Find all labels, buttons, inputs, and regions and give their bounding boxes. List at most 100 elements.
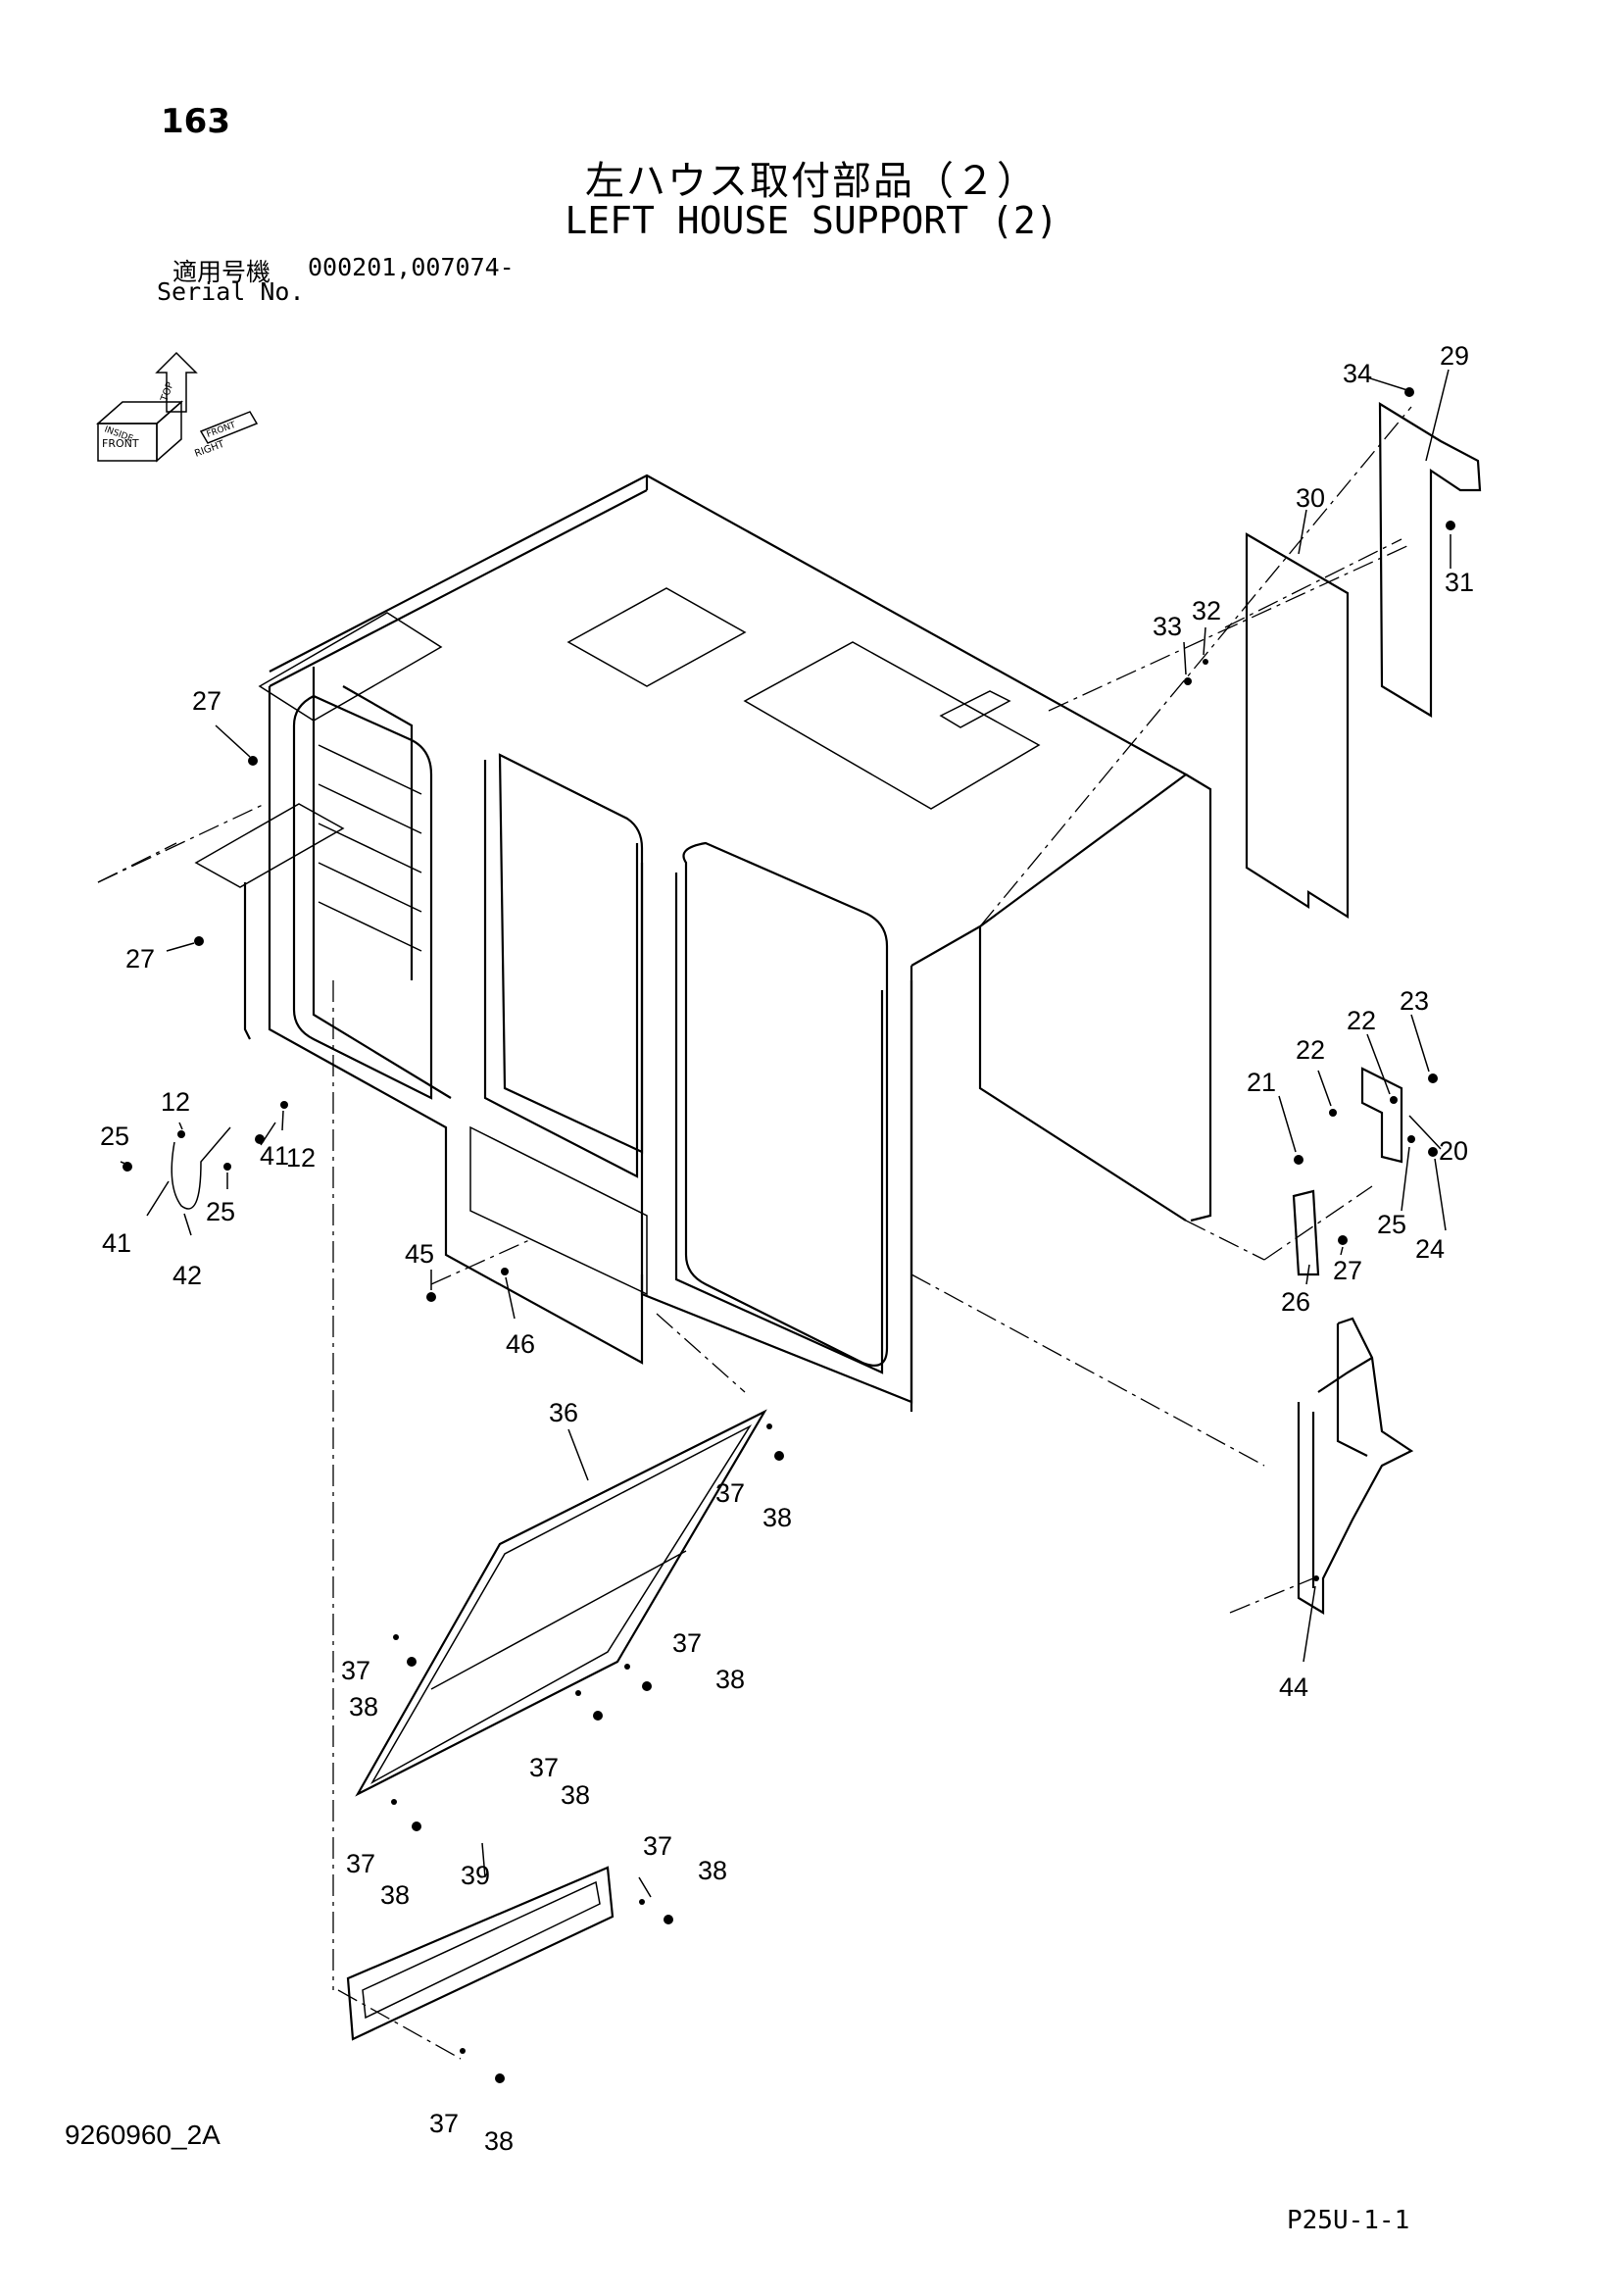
part-29-bracket	[1378, 402, 1482, 718]
page-title-english: LEFT HOUSE SUPPORT (2)	[565, 199, 1058, 242]
callout-23: 23	[1400, 986, 1429, 1016]
icon-label-front: FRONT	[102, 437, 139, 450]
orientation-icon: FRONT TOP RIGHT INSIDE FRONT	[96, 351, 259, 463]
drawing-number: 9260960_2A	[65, 2120, 221, 2150]
part-25-washer-mid	[223, 1163, 231, 1171]
callout-25-mid: 25	[206, 1197, 235, 1226]
callout-27-right: 27	[1333, 1256, 1362, 1285]
part-36-frame	[355, 1409, 767, 1797]
callout-41-right: 41	[260, 1141, 289, 1171]
part-37-pin-6	[639, 1899, 645, 1905]
callout-32: 32	[1192, 596, 1221, 625]
callout-38-e: 38	[380, 1880, 410, 1910]
callout-26: 26	[1281, 1287, 1310, 1317]
assembly-lines	[97, 406, 1412, 2060]
part-37-pin-5	[391, 1799, 397, 1805]
page-number: 163	[161, 102, 230, 141]
part-38-wingnut-5	[412, 1822, 421, 1831]
part-46-washer	[501, 1268, 509, 1275]
part-20-bracket	[1360, 1067, 1403, 1164]
callout-38-b: 38	[715, 1665, 745, 1694]
callout-22-left: 22	[1296, 1035, 1325, 1065]
callout-36: 36	[549, 1398, 578, 1427]
callout-33: 33	[1153, 612, 1182, 641]
left-house-frame	[194, 474, 1212, 1412]
part-42-wire	[171, 1126, 231, 1210]
page-code: P25U-1-1	[1287, 2206, 1410, 2235]
callout-42: 42	[172, 1261, 202, 1290]
part-27-bolt-lower	[194, 936, 204, 946]
serial-label-english: Serial No.	[157, 277, 305, 306]
page-title-japanese: 左ハウス取付部品（２）	[585, 159, 1038, 204]
part-34-bolt	[1404, 387, 1414, 397]
callout-45: 45	[405, 1239, 434, 1269]
part-38-wingnut-4	[593, 1711, 603, 1721]
callout-30: 30	[1296, 483, 1325, 513]
part-38-wingnut	[774, 1451, 784, 1461]
callout-27-lower: 27	[125, 944, 155, 973]
callout-38-f: 38	[698, 1856, 727, 1885]
callout-38-c: 38	[349, 1692, 378, 1722]
part-24-bolt	[1428, 1147, 1438, 1157]
part-30-plate	[1245, 532, 1350, 919]
callout-12-right: 12	[286, 1143, 316, 1173]
callout-27-upper: 27	[192, 686, 221, 716]
part-37-pin-7	[460, 2048, 466, 2054]
callout-38-g: 38	[484, 2126, 514, 2156]
callout-37-d: 37	[529, 1753, 559, 1782]
part-38-wingnut-2	[407, 1657, 417, 1667]
callout-29: 29	[1440, 341, 1469, 371]
callout-37-a: 37	[715, 1478, 745, 1508]
fasteners	[123, 387, 1455, 2083]
part-25-washer-right	[1407, 1135, 1415, 1143]
part-38-wingnut-6	[664, 1915, 673, 1924]
part-32-washer	[1203, 659, 1208, 665]
part-12-clip-2	[280, 1101, 288, 1109]
callout-46: 46	[506, 1329, 535, 1359]
callout-labels: 34 29 30 31 32 33 27 27 23 22 22 21 20 2…	[100, 341, 1474, 2156]
callout-39: 39	[461, 1861, 490, 1890]
callout-38-a: 38	[762, 1503, 792, 1532]
callout-25-right: 25	[1377, 1210, 1406, 1239]
part-38-wingnut-7	[495, 2073, 505, 2083]
part-27-bolt-upper	[248, 756, 258, 766]
part-27-bolt-right	[1338, 1235, 1348, 1245]
part-37-pin-4	[575, 1690, 581, 1696]
part-38-wingnut-3	[642, 1681, 652, 1691]
part-37-pin-3	[624, 1664, 630, 1670]
part-12-clip	[177, 1130, 185, 1138]
part-26-bracket	[1292, 1189, 1320, 1276]
part-31-bolt	[1446, 521, 1455, 530]
callout-24: 24	[1415, 1234, 1445, 1264]
serial-range: 000201,007074-	[308, 253, 515, 281]
callout-38-d: 38	[561, 1780, 590, 1810]
callout-20: 20	[1439, 1136, 1468, 1166]
callout-31: 31	[1445, 568, 1474, 597]
callout-37-f: 37	[643, 1831, 672, 1861]
callout-41-left: 41	[102, 1228, 131, 1258]
part-22-washer-2	[1390, 1096, 1398, 1104]
part-21-bolt	[1294, 1155, 1303, 1165]
callout-12-left: 12	[161, 1087, 190, 1117]
part-37-pin	[766, 1423, 772, 1429]
part-39-frame	[346, 1866, 615, 2041]
callout-22-right: 22	[1347, 1006, 1376, 1035]
callout-37-b: 37	[672, 1628, 702, 1658]
callout-37-e: 37	[346, 1849, 375, 1878]
part-44-hole	[1313, 1575, 1319, 1581]
serial-label-japanese: 適用号機	[172, 258, 271, 286]
part-23-nut	[1428, 1073, 1438, 1083]
callout-44: 44	[1279, 1672, 1308, 1702]
part-33-nut	[1184, 677, 1192, 685]
part-22-washer	[1329, 1109, 1337, 1117]
callout-37-g: 37	[429, 2109, 459, 2138]
part-37-pin-2	[393, 1634, 399, 1640]
callout-25-left: 25	[100, 1122, 129, 1151]
callout-34: 34	[1343, 359, 1372, 388]
icon-label-top: TOP	[159, 380, 176, 404]
callout-37-c: 37	[341, 1656, 370, 1685]
part-45-bolt	[426, 1292, 436, 1302]
part-44-guard	[1297, 1317, 1414, 1615]
leader-lines	[120, 369, 1451, 1898]
